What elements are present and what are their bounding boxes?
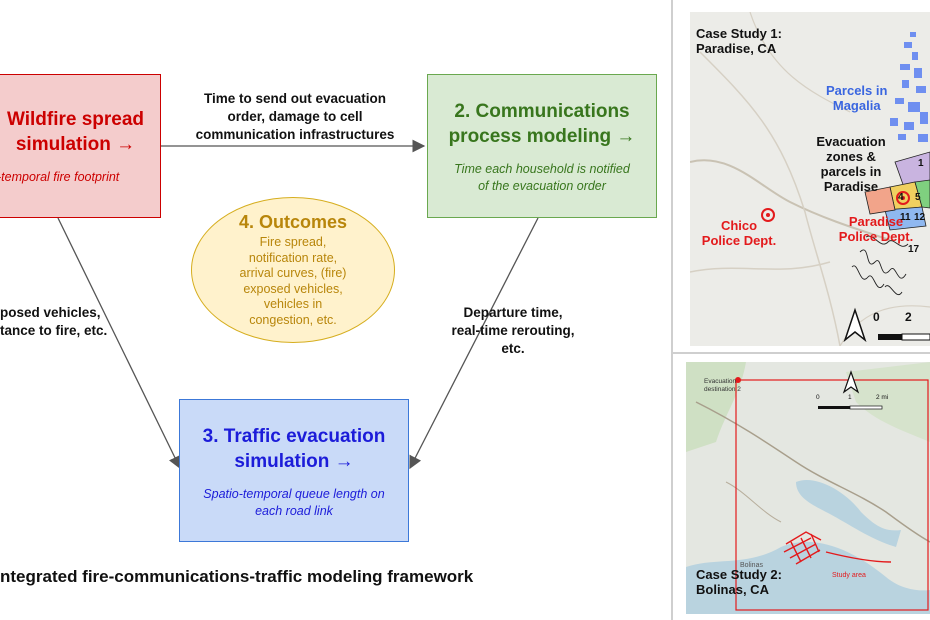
outcomes-line: vehicles in bbox=[263, 297, 323, 311]
wildfire-title-line2: simulation → bbox=[15, 134, 136, 155]
study-area-boundary bbox=[735, 379, 929, 611]
edge-label-line: Time to send out evacuation bbox=[203, 91, 387, 106]
evac-zones-line: zones & bbox=[826, 149, 876, 164]
paradise-pd-line1: Paradise bbox=[848, 214, 904, 229]
north-arrow-icon bbox=[842, 370, 860, 394]
map2-title-line2: Bolinas, CA bbox=[696, 582, 769, 597]
outcomes-line: congestion, etc. bbox=[249, 312, 337, 327]
zone-number: 11 bbox=[900, 212, 911, 223]
wildfire-simulation-box: Wildfire spread simulation → -temporal f… bbox=[0, 74, 161, 218]
map2-title-line1: Case Study 2: bbox=[696, 567, 782, 582]
edge-label-line: etc. bbox=[501, 341, 525, 356]
wildfire-subtitle: -temporal fire footprint bbox=[0, 170, 120, 184]
edge-label-line: Departure time, bbox=[463, 305, 563, 320]
town-label: Bolinas bbox=[740, 562, 763, 569]
map-bolinas-background bbox=[686, 362, 930, 614]
north-arrow-icon bbox=[843, 307, 867, 343]
scale-bar bbox=[818, 406, 850, 409]
traffic-title-line2: simulation → bbox=[234, 451, 354, 472]
traffic-evacuation-box: 3. Traffic evacuation simulation → Spati… bbox=[179, 399, 409, 542]
zone-number: 5 bbox=[915, 192, 921, 203]
comm-title-line1: 2. Communications bbox=[454, 101, 630, 122]
outcomes-line: notification rate, bbox=[248, 250, 338, 265]
evac-zones-line: parcels in bbox=[820, 164, 882, 179]
edge-label-line: real-time rerouting, bbox=[451, 323, 575, 338]
outcomes-line: arrival curves, (fire) bbox=[239, 266, 347, 280]
outcomes-title: 4. Outcomes bbox=[238, 212, 348, 232]
bolinas-streets bbox=[783, 531, 892, 565]
evac-zones-line: Paradise bbox=[823, 179, 879, 194]
edge-label-line: posed vehicles, bbox=[0, 305, 101, 320]
parcels-magalia-line2: Magalia bbox=[832, 98, 881, 113]
edge-label-fire-to-traffic: posed vehicles, tance to fire, etc. bbox=[0, 304, 130, 340]
evac-dest-line1: Evacuation bbox=[704, 378, 737, 385]
edge-label-line: order, damage to cell bbox=[227, 109, 363, 124]
scale-label: 2 mi bbox=[876, 394, 889, 401]
scale-label: 0 bbox=[873, 310, 880, 324]
edge-label-fire-to-comm: Time to send out evacuation order, damag… bbox=[170, 90, 420, 144]
evac-zones-line: Evacuation bbox=[816, 134, 886, 149]
zone-number: 17 bbox=[908, 244, 920, 255]
edge-label-line: communication infrastructures bbox=[195, 127, 395, 142]
outcomes-ellipse: 4. Outcomes Fire spread, notification ra… bbox=[191, 197, 395, 343]
framework-caption: ntegrated fire-communications-traffic mo… bbox=[0, 567, 474, 586]
communications-process-box: 2. Communications process modeling → Tim… bbox=[427, 74, 657, 218]
comm-subtitle-line1: Time each household is notified bbox=[454, 162, 630, 176]
map1-title-line2: Paradise, CA bbox=[696, 41, 777, 56]
scale-bar bbox=[878, 334, 902, 340]
scale-label: 1 bbox=[848, 394, 852, 401]
traffic-subtitle-line2: each road link bbox=[255, 504, 333, 518]
chico-pd-line1: Chico bbox=[720, 218, 758, 233]
zone-number: 1 bbox=[918, 158, 924, 169]
arrow-fire-to-traffic bbox=[57, 217, 181, 470]
evacuation-zones bbox=[864, 151, 930, 231]
paradise-pd-line2: Police Dept. bbox=[838, 229, 914, 244]
zone-number: 12 bbox=[914, 212, 926, 223]
arrow-comm-to-traffic bbox=[409, 217, 539, 470]
map-bolinas: Evacuation destination 2 0 1 2 mi Bolina… bbox=[686, 362, 930, 614]
traffic-subtitle-line1: Spatio-temporal queue length on bbox=[203, 487, 385, 501]
comm-subtitle-line2: of the evacuation order bbox=[478, 179, 606, 193]
evac-dest-line2: destination 2 bbox=[704, 385, 741, 393]
map1-title-line1: Case Study 1: bbox=[696, 26, 782, 41]
zone-number: 4 bbox=[898, 192, 904, 203]
map-paradise: Case Study 1: Paradise, CA Parcels in Ma… bbox=[690, 12, 930, 346]
edge-label-line: tance to fire, etc. bbox=[0, 323, 108, 338]
scale-label: 2 bbox=[905, 310, 912, 324]
scale-label: 0 bbox=[816, 394, 820, 401]
parcels-magalia-line1: Parcels in bbox=[826, 83, 888, 98]
comm-title-line2: process modeling → bbox=[448, 126, 636, 147]
wildfire-title-line1: Wildfire spread bbox=[6, 109, 145, 130]
traffic-title-line1: 3. Traffic evacuation bbox=[202, 426, 386, 447]
edge-label-comm-to-traffic: Departure time, real-time rerouting, etc… bbox=[428, 304, 598, 358]
outcomes-line: exposed vehicles, bbox=[243, 281, 343, 296]
study-area-label: Study area bbox=[832, 572, 866, 579]
outcomes-line: Fire spread, bbox=[259, 235, 327, 249]
chico-pd-line2: Police Dept. bbox=[701, 233, 777, 248]
map-paradise-background bbox=[690, 12, 930, 346]
